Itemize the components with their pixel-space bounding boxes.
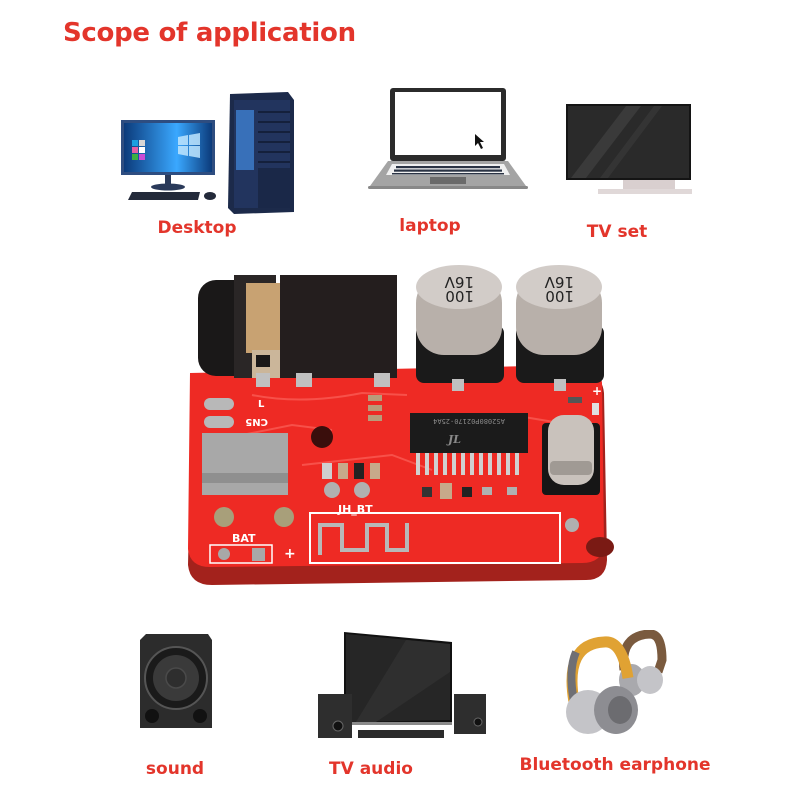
application-label-laptop: laptop [399,216,461,236]
chip-marking: AS2080P02170-25A4 [433,417,505,425]
bluetooth-audio-board-image: CN5 L BAT + JH_BT [182,255,622,600]
desktop-computer-icon [118,88,303,216]
application-label-tv-audio: TV audio [329,759,413,779]
silkscreen-plus-right: + [592,384,602,398]
laptop-icon [366,88,531,193]
silkscreen-plus: + [284,546,296,562]
tv-set-icon [566,104,692,199]
silkscreen-model: JH_BT [337,503,373,516]
page-title: Scope of application [63,18,356,48]
application-label-desktop: Desktop [157,218,237,238]
speaker-icon [138,634,214,730]
application-label-bluetooth-earphone: Bluetooth earphone [519,755,711,775]
application-label-tv-set: TV set [586,222,648,242]
headphones-icon [558,630,678,740]
tv-audio-system-icon [316,632,488,744]
silkscreen-bat: BAT [232,532,256,545]
capacitor-label-2: 100 16V [541,273,574,305]
capacitor-label-1: 100 16V [441,273,474,305]
silkscreen-cn5: CN5 [245,416,268,427]
silkscreen-l: L [258,399,265,410]
chip-logo: JL [446,433,461,446]
application-label-sound: sound [145,759,205,779]
